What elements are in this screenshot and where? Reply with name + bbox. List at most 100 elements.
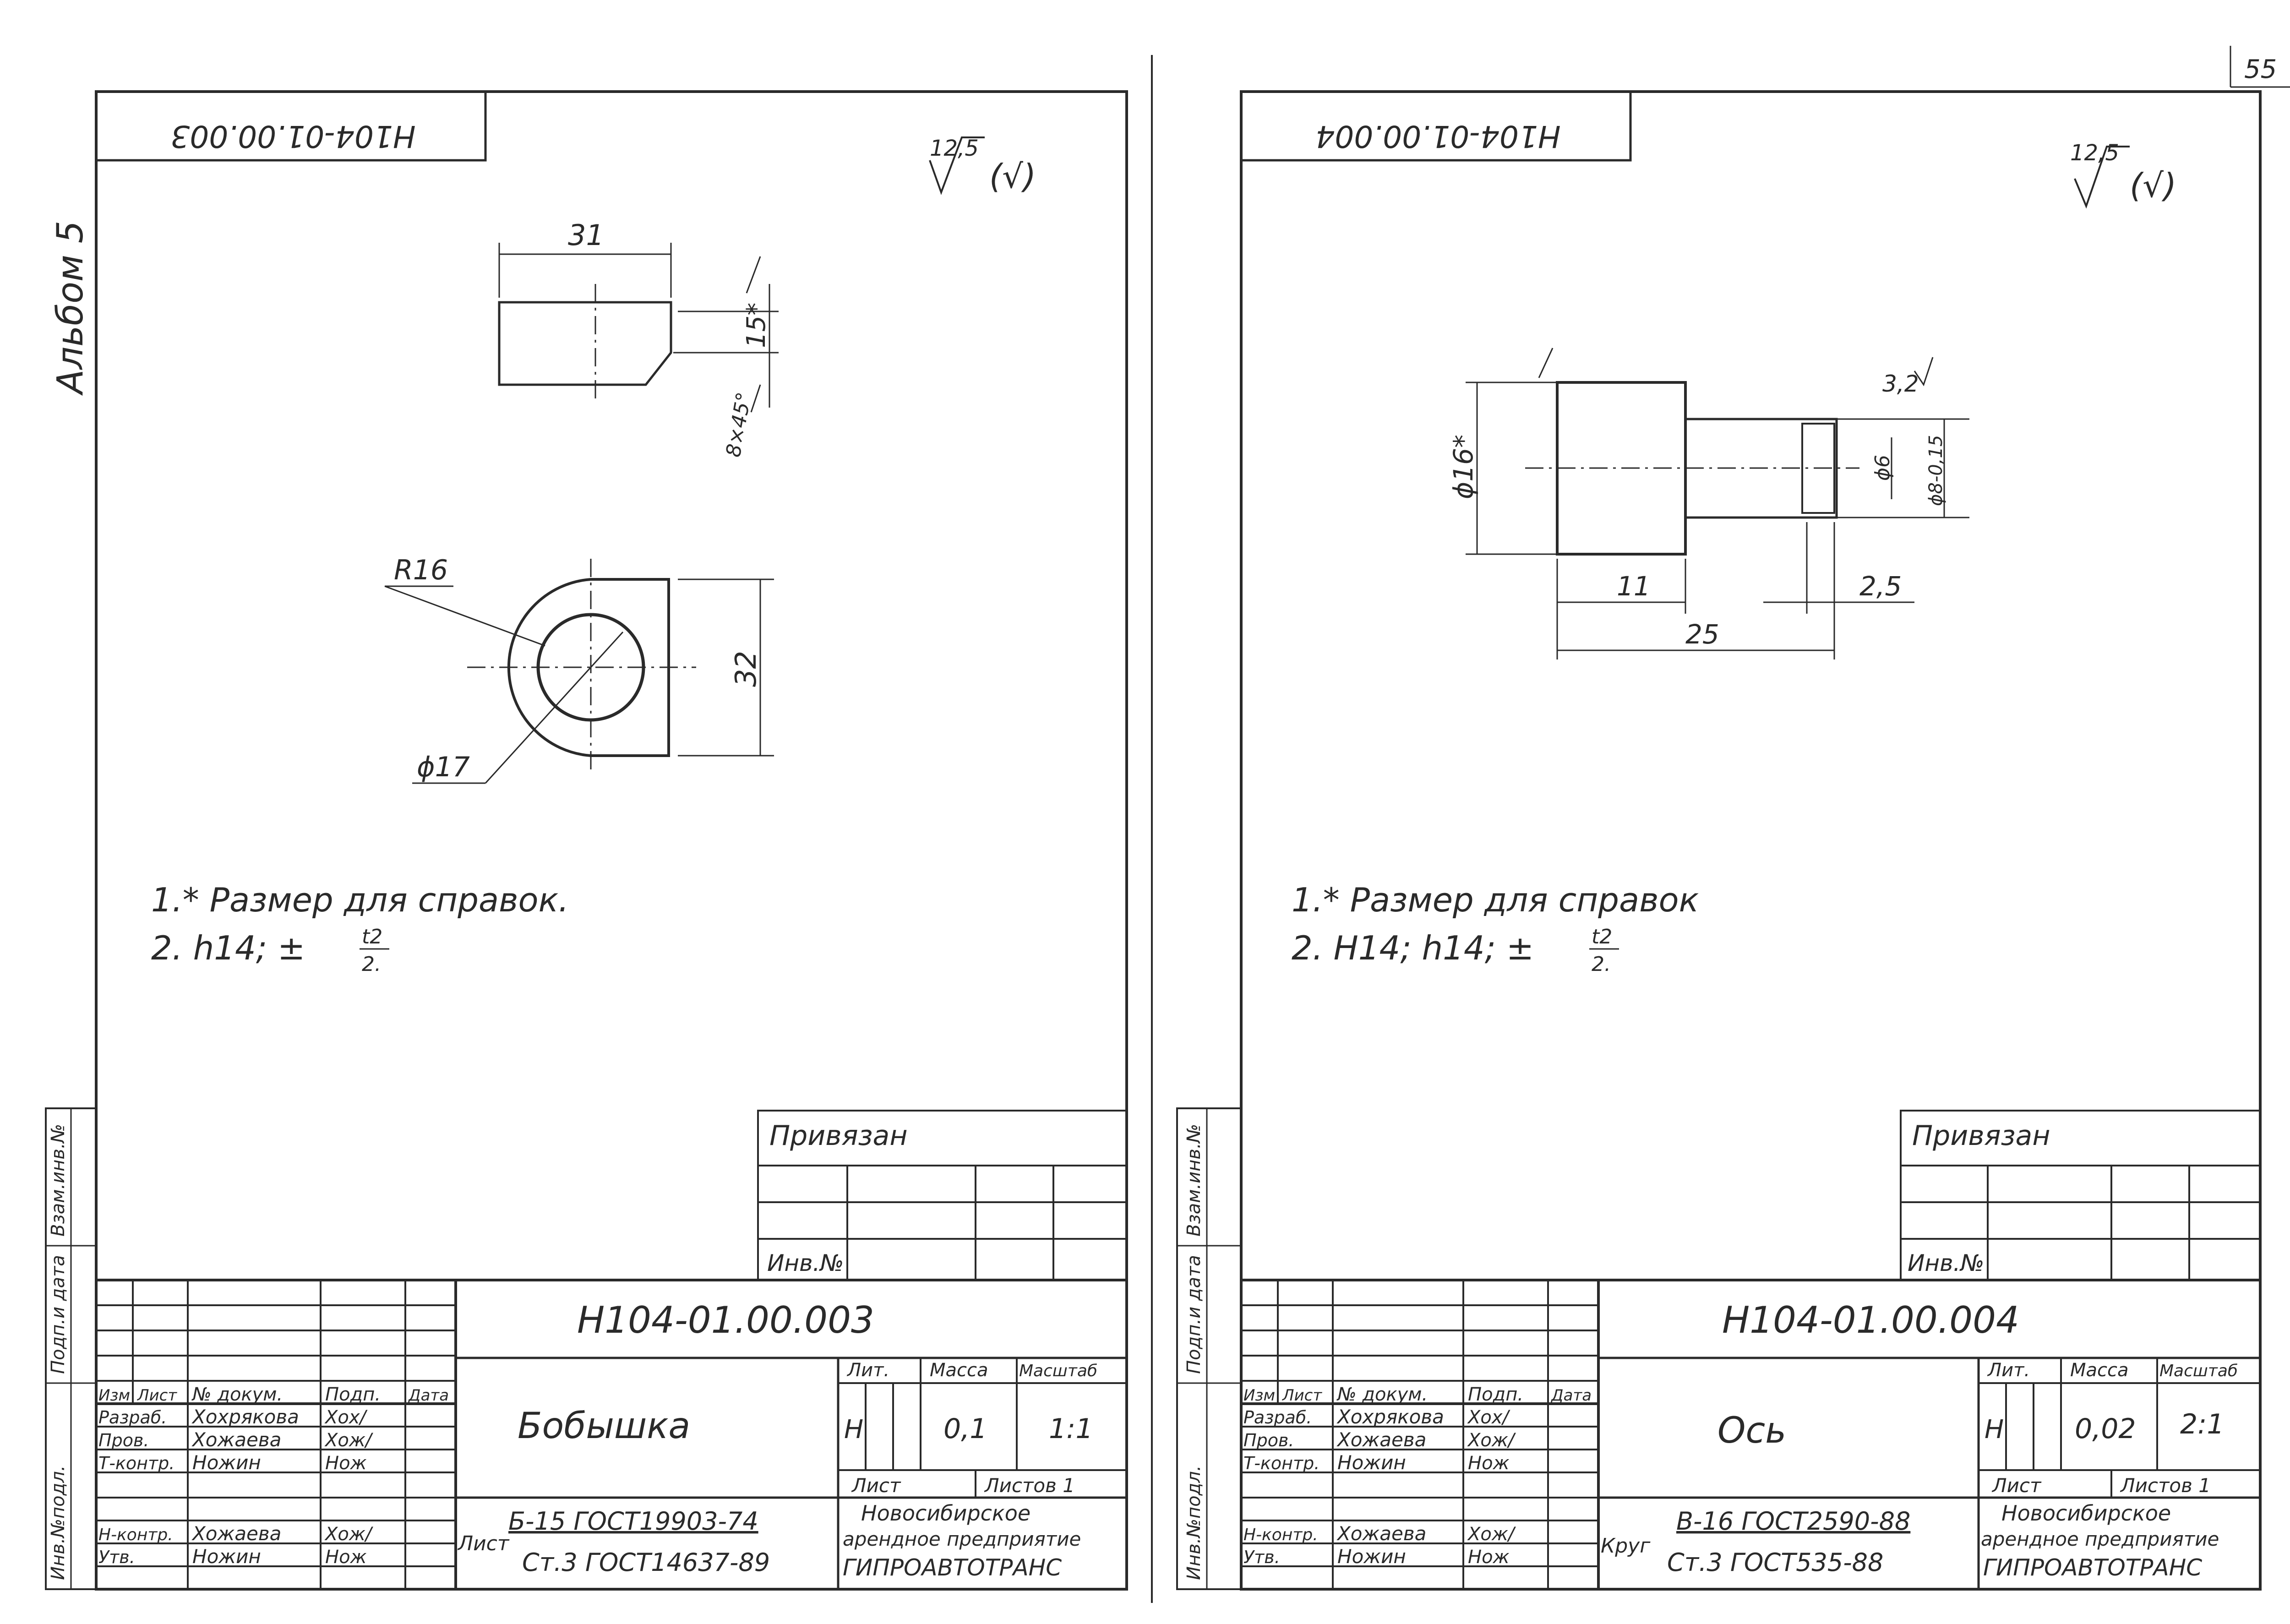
svg-text:Ножин: Ножин (1337, 1545, 1406, 1568)
svg-text:Круг: Круг (1601, 1534, 1651, 1558)
svg-text:Подп.и дата: Подп.и дата (48, 1255, 69, 1374)
svg-text:Хох/: Хох/ (324, 1407, 368, 1428)
sheet1-part-name: Бобышка (518, 1406, 690, 1447)
dim-bore: ϕ17 (417, 751, 470, 783)
svg-text:2.: 2. (362, 953, 381, 976)
sheet2-side-strip: Инв.№подл. Подп.и дата Взам.инв.№ (1176, 1107, 1242, 1590)
svg-text:0,1: 0,1 (943, 1413, 987, 1445)
svg-text:Лист: Лист (1281, 1386, 1322, 1405)
svg-text:Хожаева: Хожаева (1336, 1428, 1426, 1451)
dim-radius: R16 (394, 554, 448, 586)
svg-text:ГИПРОАВТОТРАНС: ГИПРОАВТОТРАНС (843, 1554, 1062, 1581)
svg-text:Взам.инв.№: Взам.инв.№ (1183, 1124, 1205, 1237)
svg-text:Листов 1: Листов 1 (2120, 1474, 2211, 1497)
svg-text:Ножин: Ножин (192, 1451, 261, 1474)
svg-text:Привязан: Привязан (1912, 1120, 2050, 1152)
sheet1-notes: 1.* Размер для справок. 2. h14; ± t2 2. (151, 881, 569, 976)
sheet1-privyazan-block: Привязан Инв.№ (757, 1110, 1128, 1281)
svg-text:№ докум.: № докум. (191, 1384, 283, 1405)
svg-text:2. Н14; h14; ±: 2. Н14; h14; ± (1292, 929, 1534, 967)
svg-text:Разраб.: Разраб. (98, 1407, 167, 1428)
svg-text:12,5: 12,5 (2070, 140, 2119, 166)
inv-no-label: Инв.№ (767, 1250, 844, 1276)
svg-text:Ножин: Ножин (192, 1545, 261, 1568)
svg-text:Изм: Изм (98, 1386, 130, 1405)
svg-text:Дата: Дата (408, 1386, 449, 1405)
svg-text:Хожаева: Хожаева (191, 1428, 281, 1451)
sheet-2: Н104-01.00.004 12,5 (√) ϕ16* ϕ6 ϕ8-0,15 … (1176, 90, 2262, 1591)
svg-text:Масса: Масса (930, 1360, 988, 1381)
svg-text:t2: t2 (1592, 925, 1612, 948)
svg-text:ГИПРОАВТОТРАНС: ГИПРОАВТОТРАНС (1983, 1554, 2202, 1581)
svg-text:Хож/: Хож/ (1467, 1524, 1516, 1545)
svg-text:Масштаб: Масштаб (1019, 1362, 1097, 1380)
svg-text:(√): (√) (2130, 166, 2176, 205)
svg-text:Дата: Дата (1550, 1386, 1592, 1405)
svg-text:Изм: Изм (1243, 1386, 1275, 1405)
svg-text:Лист: Лист (457, 1532, 510, 1555)
svg-text:0,02: 0,02 (2075, 1413, 2136, 1445)
svg-text:Н: Н (1985, 1415, 2004, 1444)
svg-text:Утв.: Утв. (98, 1547, 135, 1567)
dim-rough-local: 3,2 (1882, 371, 1919, 397)
svg-text:Хох/: Хох/ (1467, 1407, 1511, 1428)
dim-height: 32 (729, 651, 763, 687)
svg-text:Взам.инв.№: Взам.инв.№ (48, 1124, 69, 1237)
sheet1-roughness: 12,5 (√) (929, 136, 1036, 196)
svg-text:арендное предприятие: арендное предприятие (843, 1528, 1081, 1550)
sheet1-top-code: Н104-01.00.003 (170, 119, 415, 154)
dim-len-head: 11 (1617, 571, 1651, 602)
sheet2-roughness: 12,5 (√) (2070, 140, 2176, 209)
sheet2-designation: Н104-01.00.004 (1722, 1299, 2019, 1341)
svg-text:1.* Размер для справок.: 1.* Размер для справок. (151, 881, 569, 919)
svg-text:Нож: Нож (1468, 1547, 1510, 1568)
svg-text:Хож/: Хож/ (324, 1430, 374, 1451)
dim-chamfer-axis: 2,5 (1859, 571, 1902, 602)
sheet1-side-strip: Инв.№подл. Подп.и дата Взам.инв.№ (45, 1107, 97, 1590)
svg-text:Т-контр.: Т-контр. (98, 1453, 174, 1473)
sheet2-part-name: Ось (1718, 1410, 1786, 1451)
sheet2-top-code: Н104-01.00.004 (1315, 119, 1560, 154)
svg-text:Пров.: Пров. (1243, 1430, 1294, 1450)
dim-dia-small: ϕ6 (1871, 455, 1894, 481)
page-number: 55 (2244, 54, 2277, 84)
svg-text:Инв.№: Инв.№ (1908, 1250, 1984, 1276)
svg-text:Лист: Лист (136, 1386, 177, 1405)
svg-text:арендное предприятие: арендное предприятие (1981, 1528, 2219, 1550)
dim-dia-big: ϕ16* (1448, 435, 1479, 499)
dim-length: 31 (568, 218, 604, 252)
sheet2-material-top: В-16 ГОСТ2590-88 (1676, 1507, 1910, 1536)
sheet1-top-view: 32 R16 ϕ17 (384, 554, 774, 784)
svg-text:Хохрякова: Хохрякова (1336, 1406, 1444, 1428)
svg-text:Подп.: Подп. (1468, 1384, 1523, 1405)
sheet1-material-top: Б-15 ГОСТ19903-74 (508, 1507, 758, 1536)
sheet1-side-view: 31 15* 8×45° (498, 218, 779, 459)
dim-dia-shaft: ϕ8-0,15 (1925, 435, 1946, 506)
svg-text:Листов 1: Листов 1 (984, 1474, 1075, 1497)
svg-text:Хохрякова: Хохрякова (191, 1406, 299, 1428)
svg-text:Пров.: Пров. (98, 1430, 149, 1450)
svg-text:Утв.: Утв. (1243, 1547, 1280, 1567)
svg-text:Инв.№подл.: Инв.№подл. (48, 1465, 69, 1580)
svg-text:2.: 2. (1592, 953, 1611, 976)
svg-text:Лит.: Лит. (1987, 1360, 2030, 1381)
svg-text:Ножин: Ножин (1337, 1451, 1406, 1474)
svg-text:Лист: Лист (1991, 1474, 2042, 1497)
sheet2-title-block: Изм Лист № докум. Подп. Дата Разраб. Про… (1240, 1279, 2262, 1591)
svg-text:1.* Размер для справок: 1.* Размер для справок (1292, 881, 1699, 919)
dim-hole: 15* (742, 303, 771, 348)
album-label: Альбом 5 (50, 221, 91, 396)
svg-text:Масштаб: Масштаб (2159, 1362, 2238, 1380)
svg-text:(√): (√) (989, 157, 1036, 196)
svg-text:t2: t2 (362, 925, 382, 948)
sheet1-designation: Н104-01.00.003 (577, 1299, 874, 1341)
sheet2-privyazan-block: Привязан Инв.№ (1900, 1110, 2261, 1281)
svg-text:1:1: 1:1 (1049, 1413, 1093, 1445)
dim-total: 25 (1685, 619, 1719, 650)
svg-text:Лит.: Лит. (846, 1360, 889, 1381)
sheet-1: Н104-01.00.003 12,5 (√) 31 15* 8×45° (45, 90, 1128, 1591)
svg-text:Хожаева: Хожаева (191, 1522, 281, 1545)
sheet1-title-block: Изм Лист № докум. Подп. Дата Разраб. Про… (95, 1279, 1128, 1591)
svg-text:Н-контр.: Н-контр. (1243, 1526, 1318, 1544)
